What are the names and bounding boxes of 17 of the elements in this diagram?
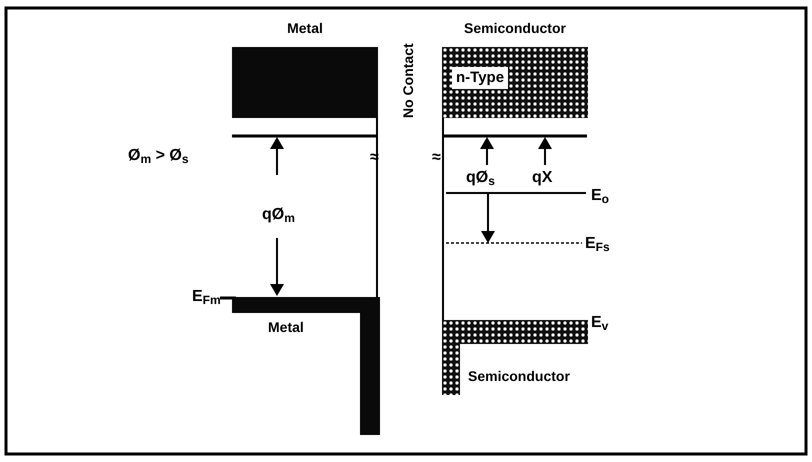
boundary-line	[442, 118, 444, 320]
symbol-label: Ø$_{m}$ > Ø$_{s}$	[128, 146, 188, 166]
energy-level-label: E$_{v}$	[591, 313, 608, 333]
block-heading: Metal	[286, 19, 324, 38]
energy-level-label: E$_{Fm}$	[192, 287, 221, 307]
symbol-label: qØ$_{m}$	[262, 205, 295, 225]
block-heading: Semiconductor	[463, 19, 567, 38]
energy-level-label: E$_{Fs}$	[585, 234, 610, 254]
energy-level-label: E$_{o}$	[591, 186, 610, 206]
symbol-label: qX	[532, 168, 552, 188]
break-mark: ≈	[432, 148, 441, 168]
band-label: Metal	[268, 318, 304, 337]
note-label: No Contact	[399, 42, 417, 118]
boundary-line	[376, 118, 378, 297]
type-label: n-Type	[452, 67, 508, 89]
band-label: Semiconductor	[468, 367, 570, 386]
symbol-label: qØ$_{s}$	[466, 168, 495, 188]
